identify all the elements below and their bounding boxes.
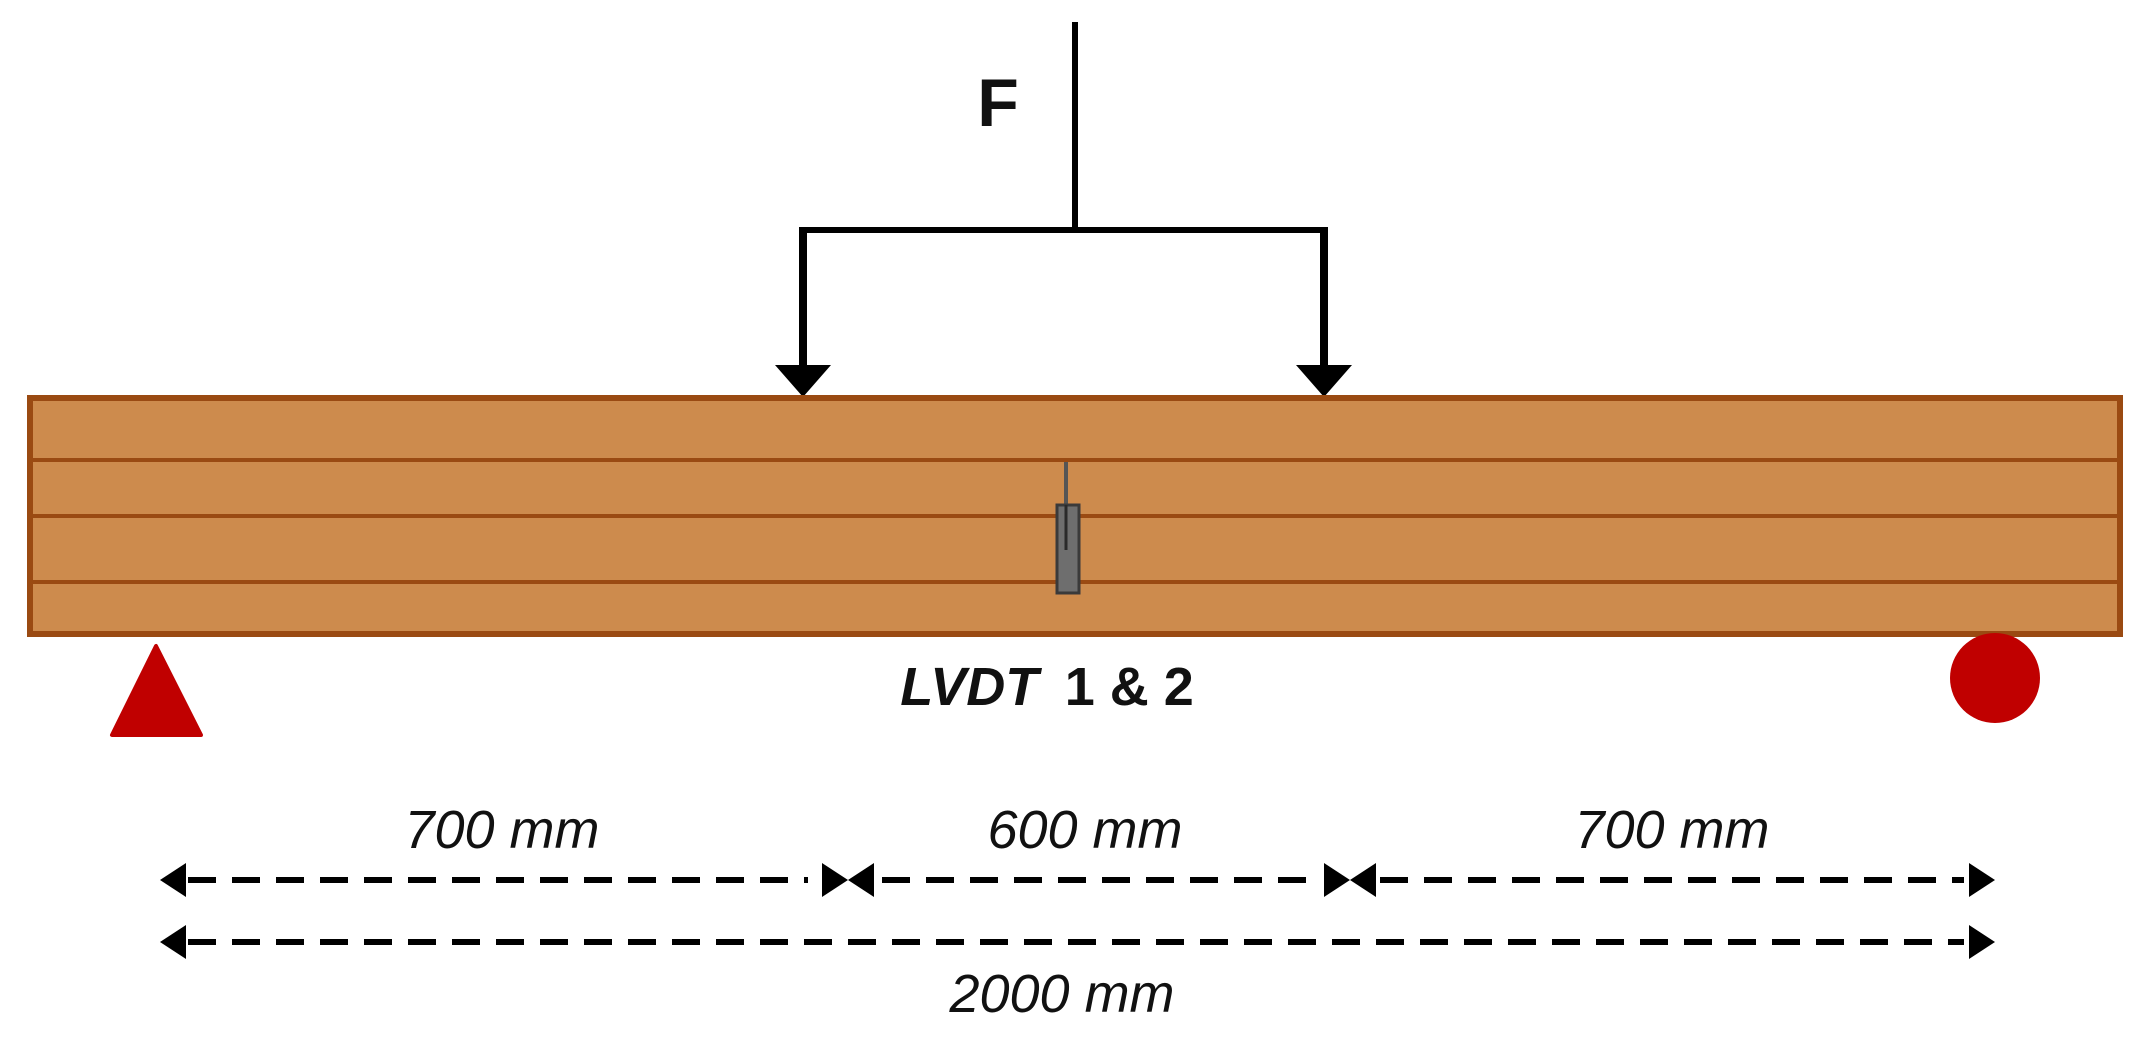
dimension-lines (160, 863, 1995, 959)
dim-label-right-span: 700 mm (1574, 800, 1769, 860)
lvdt-label: LVDT 1 & 2 (900, 657, 1194, 717)
dim-total-span-end-arrow-icon (1969, 925, 1995, 959)
lvdt-label-numbers: 1 & 2 (1065, 657, 1194, 717)
right-load-arrowhead-icon (1296, 365, 1352, 397)
left-load-arrowhead-icon (775, 365, 831, 397)
dim-label-middle-span: 600 mm (987, 800, 1182, 860)
lvdt-label-name: LVDT (900, 657, 1042, 717)
lvdt-sensor (1055, 462, 1081, 595)
lvdt-body (1055, 503, 1081, 595)
dim-left-span-start-arrow-icon (160, 863, 186, 897)
pin-support-triangle-icon (110, 644, 203, 737)
force-label: F (977, 65, 1019, 141)
dim-middle-span-start-arrow-icon (848, 863, 874, 897)
dim-label-left-span: 700 mm (404, 800, 599, 860)
dim-right-span-start-arrow-icon (1350, 863, 1376, 897)
dim-middle-span-end-arrow-icon (1324, 863, 1350, 897)
dim-left-span-end-arrow-icon (822, 863, 848, 897)
dim-right-span-end-arrow-icon (1969, 863, 1995, 897)
load-spreader: F (775, 22, 1352, 397)
roller-support-circle-icon (1950, 633, 2040, 723)
dim-label-total-span: 2000 mm (948, 964, 1174, 1024)
dim-total-span-start-arrow-icon (160, 925, 186, 959)
